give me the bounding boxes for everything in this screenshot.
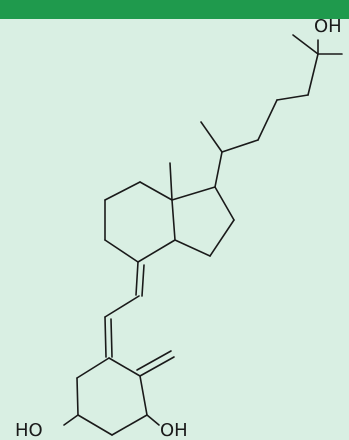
bond (104, 316, 107, 358)
bond (174, 239, 211, 257)
bond (276, 94, 309, 101)
bond (135, 261, 139, 296)
diene-linker (104, 261, 145, 358)
bond (200, 121, 223, 153)
bond (139, 356, 175, 377)
bond (104, 239, 139, 263)
bond (63, 414, 79, 426)
bond (141, 264, 145, 297)
bond (257, 99, 278, 141)
bond (110, 318, 113, 358)
bond (111, 414, 148, 436)
bond (292, 34, 319, 55)
bond (171, 186, 216, 201)
bond (104, 181, 141, 201)
hydroxyl-label-top: OH (314, 16, 342, 37)
bond (108, 357, 141, 377)
bond (104, 295, 140, 318)
bond (214, 186, 235, 221)
bond (139, 375, 148, 416)
bond (136, 350, 172, 371)
six-membered-ring-lower (63, 350, 175, 436)
bond (76, 377, 79, 416)
six-membered-ring-upper (104, 181, 176, 263)
bond (214, 151, 223, 188)
hydroxyl-label-bottom-left: HO (15, 420, 43, 440)
bond (139, 181, 173, 201)
bond (76, 357, 110, 379)
bond (169, 162, 173, 201)
bond (221, 139, 259, 153)
side-chain (200, 34, 343, 188)
hydroxyl-label-bottom-right: OH (160, 420, 188, 440)
five-membered-ring (169, 162, 235, 257)
bond (146, 414, 160, 426)
bond (171, 199, 176, 241)
bond (307, 53, 319, 96)
bond (77, 414, 113, 436)
bond (209, 219, 235, 257)
bond (137, 239, 176, 263)
top-accent-bar (0, 0, 349, 19)
